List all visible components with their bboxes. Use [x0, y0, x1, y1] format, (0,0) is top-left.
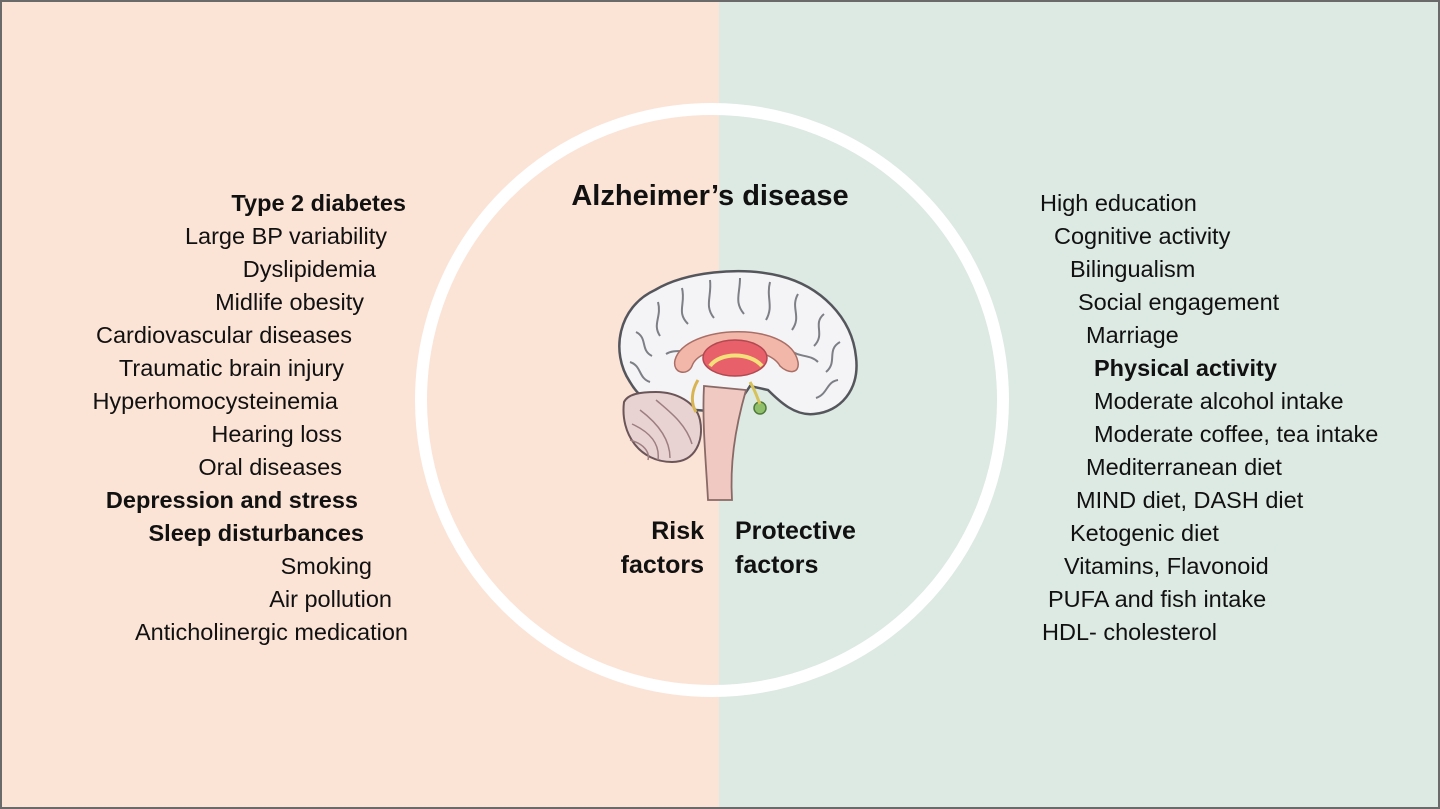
protective-factor-item: Physical activity	[1094, 355, 1277, 381]
protective-factor-item: Moderate coffee, tea intake	[1094, 421, 1379, 447]
protective-factor-item: Moderate alcohol intake	[1094, 388, 1344, 414]
risk-factor-item: Traumatic brain injury	[118, 355, 344, 381]
risk-factor-item: Depression and stress	[105, 487, 358, 513]
protective-caption-line-2: factors	[735, 551, 819, 579]
protective-factors-caption: Protective factors	[735, 514, 856, 582]
protective-caption-line-1: Protective	[735, 517, 856, 545]
risk-factor-item: Oral diseases	[198, 454, 342, 480]
risk-caption-line-1: Risk	[651, 517, 704, 545]
risk-factor-item: Hearing loss	[211, 421, 342, 447]
protective-factor-item: Mediterranean diet	[1086, 454, 1282, 480]
risk-factor-item: Hyperhomocysteinemia	[92, 388, 338, 414]
protective-factor-item: Cognitive activity	[1054, 223, 1231, 249]
risk-caption-line-2: factors	[620, 551, 704, 579]
protective-factor-item: HDL- cholesterol	[1042, 619, 1218, 645]
protective-factor-item: Ketogenic diet	[1070, 520, 1219, 546]
risk-factor-item: Large BP variability	[184, 223, 387, 249]
risk-factor-item: Type 2 diabetes	[231, 190, 406, 216]
protective-factor-item: Bilingualism	[1070, 256, 1196, 282]
risk-factor-item: Cardiovascular diseases	[95, 322, 352, 348]
protective-factor-item: Marriage	[1086, 322, 1179, 348]
risk-factor-item: Air pollution	[269, 586, 392, 612]
diagram-title: Alzheimer’s disease	[571, 180, 849, 212]
risk-factor-item: Midlife obesity	[215, 289, 364, 315]
protective-factor-item: High education	[1040, 190, 1197, 216]
risk-factor-item: Anticholinergic medication	[134, 619, 408, 645]
risk-factors-caption: Risk factors	[612, 514, 704, 582]
protective-factor-item: Social engagement	[1078, 289, 1280, 315]
protective-factor-item: Vitamins, Flavonoid	[1064, 553, 1269, 579]
risk-factor-item: Sleep disturbances	[148, 520, 365, 546]
risk-factor-item: Smoking	[280, 553, 372, 579]
risk-factor-item: Dyslipidemia	[242, 256, 376, 282]
protective-factor-item: PUFA and fish intake	[1048, 586, 1267, 612]
protective-factor-item: MIND diet, DASH diet	[1076, 487, 1304, 513]
brain-icon	[618, 269, 858, 501]
